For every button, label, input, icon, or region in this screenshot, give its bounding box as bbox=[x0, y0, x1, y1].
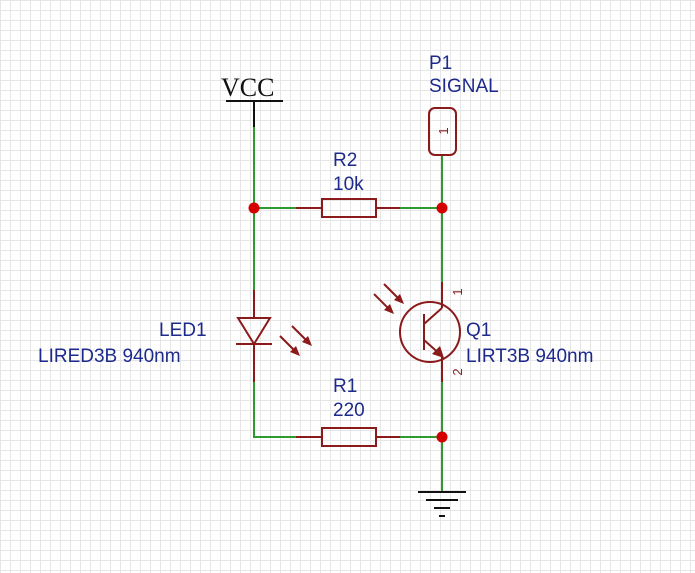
junction-signal bbox=[436, 202, 448, 214]
q1-ref: Q1 bbox=[466, 320, 491, 341]
wires bbox=[253, 127, 443, 491]
led-d1[interactable]: LED1 LIRED3B 940nm bbox=[38, 290, 312, 382]
p1-value: SIGNAL bbox=[429, 76, 499, 97]
r1-value: 220 bbox=[333, 400, 365, 421]
ground-symbol[interactable] bbox=[418, 491, 466, 517]
wire-led-to-r1 bbox=[253, 381, 323, 438]
resistor-r1[interactable]: R1 220 bbox=[296, 376, 400, 447]
r1-ref: R1 bbox=[333, 376, 357, 397]
p1-ref: P1 bbox=[429, 53, 452, 74]
r2-ref: R2 bbox=[333, 150, 357, 171]
junction-ground bbox=[436, 431, 448, 443]
vcc-symbol[interactable]: VCC bbox=[221, 73, 283, 128]
led1-ref: LED1 bbox=[159, 320, 207, 341]
q1-pin2-number: 2 bbox=[450, 368, 465, 375]
led1-value: LIRED3B 940nm bbox=[38, 346, 181, 367]
phototransistor-q1[interactable]: 1 2 Q1 LIRT3B 940nm bbox=[373, 282, 593, 382]
junctions bbox=[248, 202, 448, 443]
p1-connector[interactable]: 1 P1 SIGNAL bbox=[428, 53, 499, 156]
q1-value: LIRT3B 940nm bbox=[466, 346, 593, 367]
q1-pin1-number: 1 bbox=[450, 288, 465, 295]
p1-pin-number: 1 bbox=[436, 127, 451, 134]
vcc-label: VCC bbox=[221, 73, 274, 102]
resistor-r2[interactable]: R2 10k bbox=[296, 150, 400, 218]
r2-value: 10k bbox=[333, 174, 364, 195]
junction-vcc bbox=[248, 202, 260, 214]
